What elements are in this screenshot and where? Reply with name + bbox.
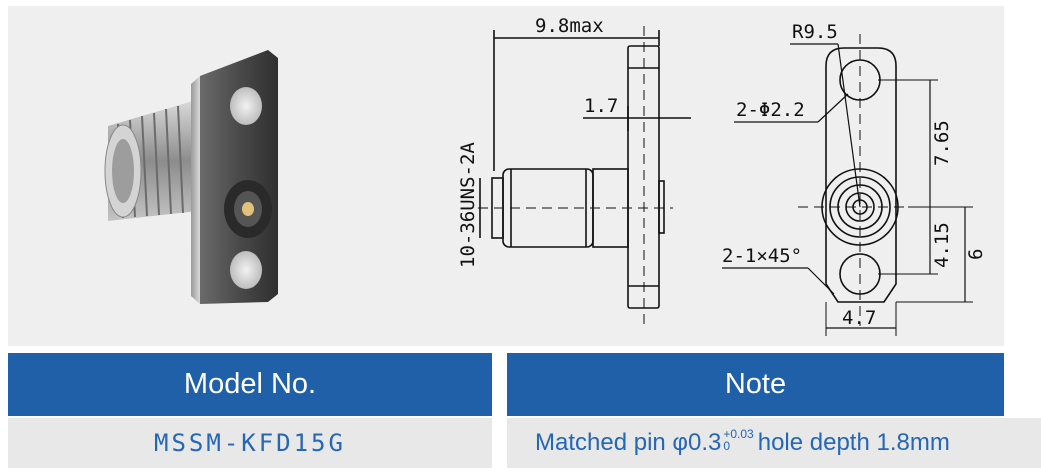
note-prefix: Matched pin φ0.3 — [535, 429, 722, 456]
dim-thread: 10-36UNS-2A — [457, 142, 479, 268]
tolerance-lower: 0 — [723, 439, 731, 453]
dim-bottom: 6 — [965, 249, 987, 260]
dim-width: 4.7 — [842, 307, 876, 329]
tolerance: +0.03 0 — [723, 428, 753, 452]
dim-radius: R9.5 — [792, 21, 838, 43]
front-view — [722, 34, 973, 336]
note-suffix: hole depth 1.8mm — [757, 429, 950, 456]
header-note: Note — [507, 353, 1004, 416]
dim-flange-thickness: 1.7 — [584, 95, 618, 117]
model-number: MSSM-KFD15G — [8, 418, 492, 468]
dim-hole-spacing: 7.65 — [931, 120, 953, 166]
side-view — [478, 26, 691, 326]
technical-drawing: 9.8max 1.7 10-36UNS-2A — [104, 15, 987, 336]
dim-total-length: 9.8max — [535, 15, 604, 37]
tolerance-upper: +0.03 — [723, 427, 754, 441]
dim-holes: 2-Φ2.2 — [736, 99, 805, 121]
header-model: Model No. — [8, 353, 492, 416]
dim-chamfer: 2-1×45° — [722, 245, 802, 267]
dim-center-offset: 4.15 — [931, 222, 953, 268]
drawing-panel: 9.8max 1.7 10-36UNS-2A — [8, 6, 1004, 346]
connector-3d-render — [104, 50, 278, 304]
note-cell: Matched pin φ0.3 +0.03 0 hole depth 1.8m… — [507, 418, 1041, 468]
